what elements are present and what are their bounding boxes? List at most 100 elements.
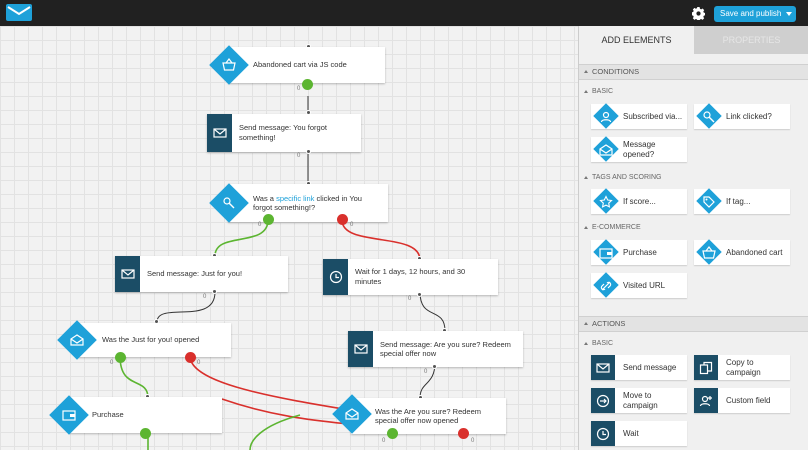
counter: 0 <box>110 360 114 366</box>
star-icon <box>599 195 613 208</box>
envelope-icon <box>213 128 227 138</box>
no-branch-icon <box>337 214 348 225</box>
envelope-icon <box>354 344 368 354</box>
open-envelope-icon <box>70 334 84 346</box>
tab-properties[interactable]: PROPERTIES <box>694 26 808 54</box>
connection-port[interactable] <box>212 289 217 294</box>
tab-add-elements[interactable]: ADD ELEMENTS <box>579 26 694 54</box>
counter: 0 <box>408 296 412 302</box>
link-click-icon <box>223 197 235 209</box>
open-envelope-icon <box>599 144 613 156</box>
collapse-icon <box>584 90 588 93</box>
counter: 0 <box>203 294 207 300</box>
top-bar: Save and publish <box>0 0 808 26</box>
collapse-icon <box>584 322 588 325</box>
collapse-icon <box>584 70 588 73</box>
node-send-message-just-for-you[interactable]: Send message: Just for you! <box>115 256 288 292</box>
clock-icon <box>596 427 610 441</box>
collapse-icon <box>584 176 588 179</box>
counter: 0 <box>258 222 262 228</box>
section-actions[interactable]: ACTIONS <box>579 316 808 332</box>
yes-branch-icon <box>302 79 313 90</box>
node-label: Wait for 1 days, 12 hours, and 30 minute… <box>355 267 466 286</box>
connection-port[interactable] <box>432 364 437 369</box>
save-and-publish-label: Save and publish <box>720 9 782 18</box>
action-square <box>694 355 718 380</box>
node-label: Send message: Just for you! <box>147 269 243 278</box>
element-link-clicked[interactable]: Link clicked? <box>694 103 790 129</box>
elements-panel: ADD ELEMENTS PROPERTIES CONDITIONS BASIC… <box>578 26 808 450</box>
node-label: Was a specific link clicked in You forgo… <box>253 194 362 212</box>
element-send-message[interactable]: Send message <box>591 355 687 380</box>
node-opened-just-for-you[interactable]: Was the Just for you! opened <box>78 323 231 357</box>
panel-tabs: ADD ELEMENTS PROPERTIES <box>579 26 808 54</box>
counter: 0 <box>197 360 201 366</box>
basket-icon <box>702 246 716 259</box>
yes-branch-icon <box>115 352 126 363</box>
node-label: Purchase <box>92 410 124 419</box>
node-send-message-are-you-sure[interactable]: Send message: Are you sure? Redeem speci… <box>348 331 523 367</box>
element-if-score[interactable]: If score... <box>591 188 687 214</box>
node-send-message-forgot[interactable]: Send message: You forgot something! <box>207 114 361 152</box>
counter: 0 <box>350 222 354 228</box>
counter: 0 <box>297 86 301 92</box>
no-branch-icon <box>185 352 196 363</box>
element-if-tag[interactable]: If tag... <box>694 188 790 214</box>
counter: 0 <box>297 153 301 159</box>
section-conditions[interactable]: CONDITIONS <box>579 64 808 80</box>
link-click-icon <box>703 111 715 123</box>
wallet-icon <box>599 248 613 259</box>
element-copy-to-campaign[interactable]: Copy to campaign <box>694 355 790 380</box>
node-label: Send message: Are you sure? Redeem speci… <box>380 340 511 358</box>
element-message-opened[interactable]: Message opened? <box>591 136 687 162</box>
link-icon <box>600 281 612 291</box>
node-wait[interactable]: Wait for 1 days, 12 hours, and 30 minute… <box>323 259 498 295</box>
element-custom-field[interactable]: Custom field <box>694 388 790 413</box>
connection-lines <box>119 96 463 450</box>
user-edit-icon <box>699 395 712 407</box>
wallet-icon <box>62 410 76 421</box>
workflow-canvas[interactable]: Abandoned cart via JS code 0 Send messag… <box>0 26 578 450</box>
subsection-basic[interactable]: BASIC <box>579 86 808 98</box>
subsection-actions-basic[interactable]: BASIC <box>579 338 808 350</box>
open-envelope-icon <box>345 408 359 420</box>
yes-branch-icon <box>263 214 274 225</box>
save-and-publish-button[interactable]: Save and publish <box>714 6 796 22</box>
chevron-down-icon[interactable] <box>786 12 792 16</box>
subsection-e-commerce[interactable]: E-COMMERCE <box>579 222 808 234</box>
user-icon <box>600 111 612 123</box>
yes-branch-icon <box>387 428 398 439</box>
envelope-logo-icon[interactable] <box>5 3 33 22</box>
element-visited-url[interactable]: Visited URL <box>591 272 687 298</box>
yes-branch-icon <box>140 428 151 439</box>
collapse-icon <box>584 226 588 229</box>
action-square <box>694 388 718 413</box>
node-purchase[interactable]: Purchase <box>70 397 222 433</box>
node-opened-are-you-sure[interactable]: Was the Are you sure? Redeem special off… <box>351 398 506 434</box>
connection-port[interactable] <box>417 292 422 297</box>
element-move-to-campaign[interactable]: Move to campaign <box>591 388 687 413</box>
node-label: Was the Just for you! opened <box>102 335 200 344</box>
element-purchase[interactable]: Purchase <box>591 239 687 265</box>
connection-port[interactable] <box>306 149 311 154</box>
element-wait[interactable]: Wait <box>591 421 687 446</box>
tag-icon <box>703 196 715 208</box>
envelope-icon <box>121 269 135 279</box>
basket-icon <box>222 58 236 71</box>
node-link-clicked[interactable]: Was a specific link clicked in You forgo… <box>228 184 388 222</box>
specific-link[interactable]: specific link <box>276 194 315 203</box>
subsection-tags-scoring[interactable]: TAGS AND SCORING <box>579 172 808 184</box>
collapse-icon <box>584 342 588 345</box>
element-subscribed-via[interactable]: Subscribed via... <box>591 103 687 129</box>
element-abandoned-cart[interactable]: Abandoned cart <box>694 239 790 265</box>
counter: 0 <box>424 369 428 375</box>
clock-icon <box>329 270 343 284</box>
node-label: Was the Are you sure? Redeem special off… <box>375 407 482 425</box>
node-label: Send message: You forgot something! <box>239 123 327 142</box>
node-label: Abandoned cart via JS code <box>253 60 347 69</box>
counter: 0 <box>382 438 386 444</box>
gear-icon[interactable] <box>692 7 705 20</box>
action-square <box>591 355 615 380</box>
node-abandoned-cart[interactable]: Abandoned cart via JS code <box>228 47 385 83</box>
envelope-icon <box>596 363 610 373</box>
